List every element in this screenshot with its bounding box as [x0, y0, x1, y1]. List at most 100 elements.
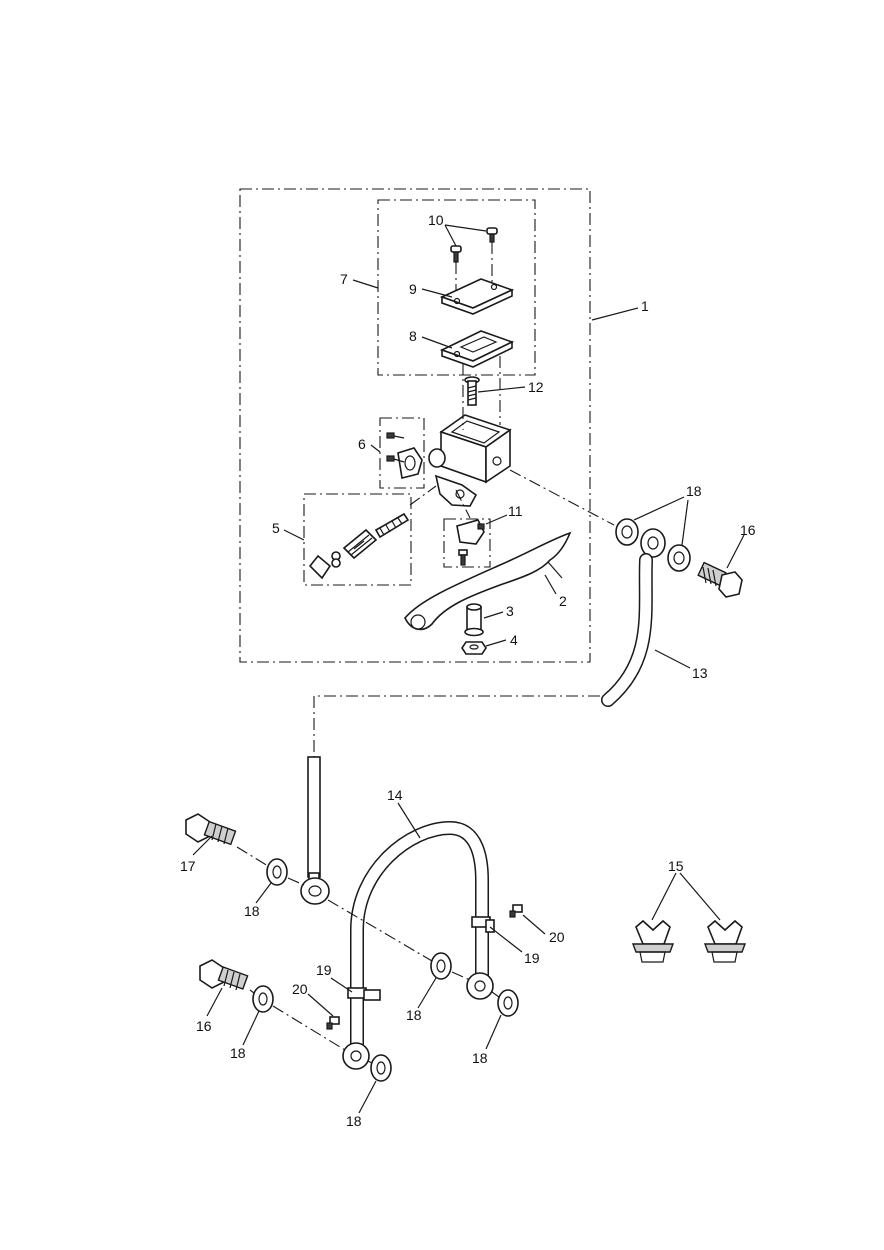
leader-18-bottom	[358, 1080, 377, 1114]
leader-10b	[444, 224, 487, 232]
assy-line-body-switch	[455, 489, 471, 519]
label-14: 14	[387, 787, 403, 803]
label-18-top: 18	[686, 483, 702, 499]
leader-2	[544, 574, 557, 595]
label-2: 2	[559, 593, 567, 609]
assembly-1-boundary	[239, 188, 591, 663]
assy-line-right-eye	[491, 991, 500, 998]
label-18-right-low: 18	[472, 1050, 488, 1066]
washer-bottom	[370, 1054, 392, 1082]
pivot-nut	[461, 641, 487, 655]
reservoir-cap	[439, 278, 515, 315]
lower-banjo-eye-top	[300, 872, 330, 905]
upper-banjo-eye	[640, 528, 666, 558]
leader-12	[477, 386, 526, 393]
leader-5	[283, 529, 305, 541]
leader-7	[352, 279, 379, 289]
leader-11	[485, 514, 508, 525]
label-6: 6	[358, 436, 366, 452]
label-3: 3	[506, 603, 514, 619]
label-4: 4	[510, 632, 518, 648]
hose-clip-right	[471, 916, 495, 933]
washer-right-low	[497, 989, 519, 1017]
brake-lever	[404, 531, 572, 631]
upper-washer-b	[667, 544, 691, 572]
washer-16-side	[252, 985, 274, 1013]
bleed-nipple-left	[631, 919, 675, 963]
label-17: 17	[180, 858, 196, 874]
piston-kit	[308, 512, 410, 580]
label-10: 10	[428, 212, 444, 228]
leader-18-right-low	[485, 1014, 502, 1050]
assembly-11-boundary	[443, 518, 491, 568]
label-7: 7	[340, 271, 348, 287]
leader-9	[421, 288, 453, 298]
leader-18-top-a	[633, 496, 685, 521]
banjo-eye-right	[466, 972, 494, 1000]
assy-line-hose-connect	[313, 695, 600, 757]
label-16-top: 16	[740, 522, 756, 538]
leader-14	[397, 802, 421, 839]
assy-line-bolt17	[236, 846, 305, 886]
brake-hose-upper-inner	[602, 554, 652, 706]
assembly-6-boundary	[379, 417, 425, 489]
leader-19-right	[489, 926, 523, 953]
u-shaped-hose-inner	[351, 822, 488, 1051]
leader-15b	[679, 872, 721, 921]
leader-18-a	[255, 882, 272, 904]
leader-18-mid	[417, 977, 437, 1009]
label-18-mid: 18	[406, 1007, 422, 1023]
leader-1	[591, 307, 639, 321]
clip-screw-left	[326, 1016, 340, 1030]
assy-line-bottom	[367, 1060, 373, 1064]
label-16-low: 16	[196, 1018, 212, 1034]
label-11: 11	[508, 503, 523, 519]
washer-17-side	[266, 858, 288, 886]
leader-20-left	[307, 993, 334, 1017]
bleed-nipple-right	[703, 919, 747, 963]
pivot-bushing	[464, 603, 484, 637]
label-9: 9	[409, 281, 417, 297]
leader-13	[654, 649, 691, 669]
leader-8	[421, 336, 453, 349]
leader-10a	[444, 224, 457, 247]
brake-light-switch	[456, 519, 485, 566]
label-20-left: 20	[292, 981, 308, 997]
cap-screw-left	[450, 245, 462, 263]
label-19-right: 19	[524, 950, 540, 966]
banjo-bolt-16-lower	[199, 959, 249, 991]
label-1: 1	[641, 298, 649, 314]
screw-12	[464, 376, 480, 406]
leader-18-top-b	[681, 499, 689, 546]
banjo-bolt-17	[185, 813, 237, 846]
banjo-eye-left	[342, 1042, 370, 1070]
label-18-a: 18	[244, 903, 260, 919]
label-18-bottom: 18	[346, 1113, 362, 1129]
upper-banjo-bolt	[697, 561, 743, 598]
leader-18-left-low	[242, 1010, 260, 1046]
label-13: 13	[692, 665, 708, 681]
cap-screw-right	[486, 227, 498, 243]
label-12: 12	[528, 379, 544, 395]
upper-washer-a	[615, 518, 639, 546]
leader-15a	[651, 872, 677, 921]
leader-20-right	[522, 914, 546, 935]
assy-line-bolt16	[249, 989, 346, 1051]
leader-4	[485, 639, 507, 647]
label-5: 5	[272, 520, 280, 536]
reservoir-diaphragm	[439, 330, 515, 368]
label-19-left: 19	[316, 962, 332, 978]
hose-pipe-vertical	[307, 756, 321, 878]
leader-16-top	[726, 534, 745, 569]
leader-19-left	[330, 977, 353, 993]
assy-line-mid	[327, 899, 471, 981]
leader-16-low	[206, 987, 223, 1017]
label-8: 8	[409, 328, 417, 344]
clip-screw-right	[509, 904, 523, 918]
leader-6	[370, 444, 381, 453]
assy-line-body-banjo	[509, 469, 615, 526]
washer-mid	[430, 952, 452, 980]
assembly-5-boundary	[303, 493, 412, 586]
label-20-right: 20	[549, 929, 565, 945]
